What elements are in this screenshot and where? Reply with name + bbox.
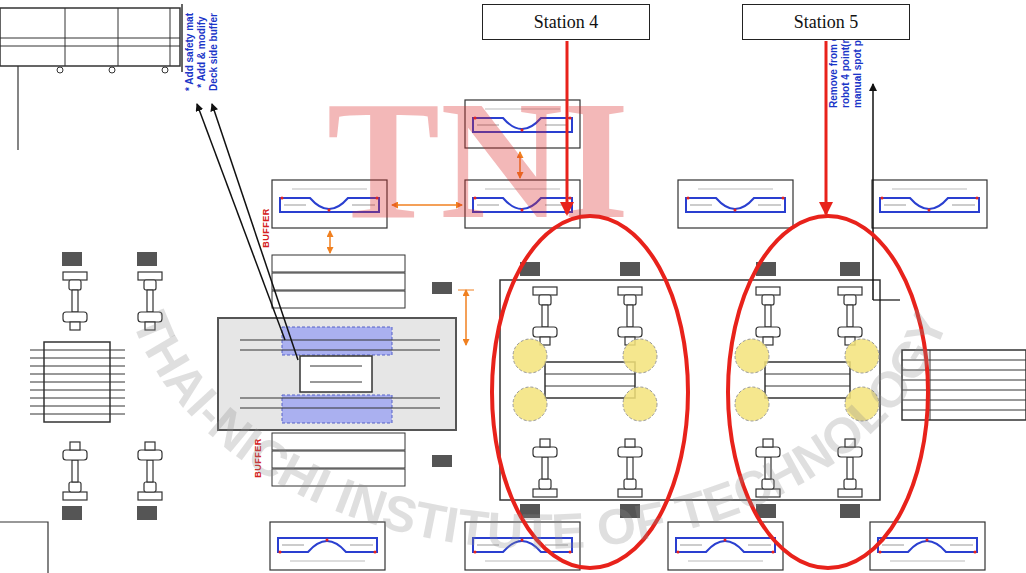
note-text: Deck side buffer bbox=[208, 13, 220, 91]
note-text: * Add & modify bbox=[196, 16, 208, 87]
note-text: * Add safety mat bbox=[184, 13, 196, 91]
buffer-label: BUFFER bbox=[261, 208, 271, 248]
buffer-label: BUFFER bbox=[253, 438, 263, 478]
station-callout-box: Station 5 bbox=[742, 4, 910, 40]
station-name: Station 5 bbox=[794, 12, 859, 33]
watermark-logo: TNI bbox=[327, 75, 629, 245]
station-name: Station 4 bbox=[534, 12, 599, 33]
station-callout-box: Station 4 bbox=[482, 4, 650, 40]
watermark-ring: THAI-NICHI INSTITUTE OF TECHNOLOGY bbox=[122, 303, 959, 560]
watermark-ring-text: THAI-NICHI INSTITUTE OF TECHNOLOGY bbox=[122, 303, 959, 560]
